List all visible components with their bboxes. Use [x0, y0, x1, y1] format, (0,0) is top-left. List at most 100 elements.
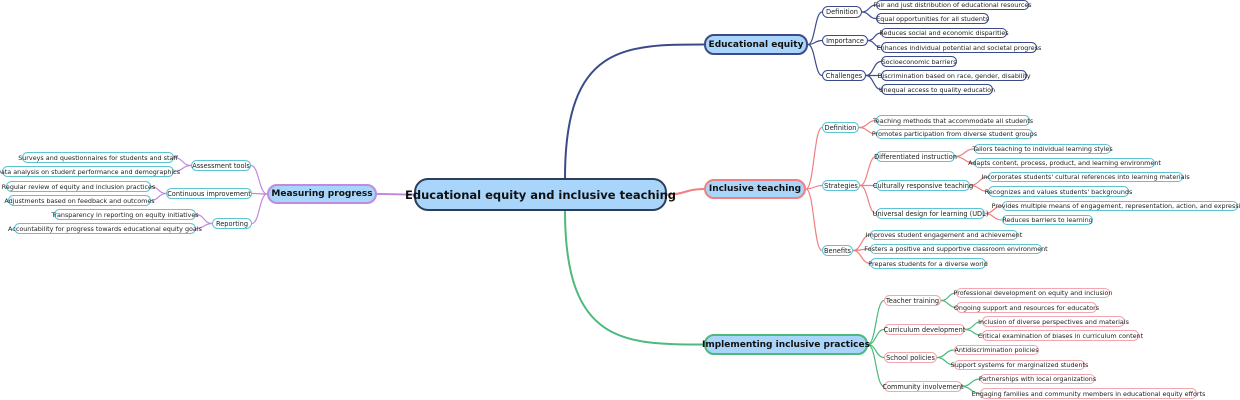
topic-label: Continuous improvement: [167, 189, 251, 198]
leaf-topic-unequal-access-to-quality-education[interactable]: Unequal access to quality education: [879, 84, 995, 95]
topic-label: Accountability for progress towards educ…: [8, 224, 202, 233]
connector-line: [807, 43, 823, 77]
topic-label: School policies: [886, 353, 935, 362]
connector-line: [251, 192, 268, 195]
topic-label: Incorporates students' cultural referenc…: [981, 173, 1190, 181]
subtopic-importance[interactable]: Importance: [822, 35, 868, 46]
leaf-topic-antidiscrimination-policies[interactable]: Antidiscrimination policies: [954, 345, 1039, 355]
leaf-topic-ongoing-support-and-resources-for-educat[interactable]: Ongoing support and resources for educat…: [953, 302, 1100, 313]
subtopic-benefits[interactable]: Benefits: [822, 245, 853, 256]
connector-line: [807, 11, 823, 46]
leaf-topic-equal-opportunities-for-all-students[interactable]: Equal opportunities for all students: [876, 13, 989, 24]
topic-label: Teaching methods that accommodate all st…: [872, 116, 1034, 125]
main-topic-implementing-inclusive-practices[interactable]: Implementing inclusive practices: [702, 334, 870, 355]
leaf-topic-reduces-barriers-to-learning[interactable]: Reduces barriers to learning: [1002, 215, 1093, 225]
leaf-topic-teaching-methods-that-accommodate-all-st[interactable]: Teaching methods that accommodate all st…: [872, 115, 1034, 126]
topic-label: Partnerships with local organizations: [978, 375, 1097, 383]
subtopic-assessment-tools[interactable]: Assessment tools: [191, 160, 251, 171]
leaf-topic-promotes-participation-from-diverse-stud[interactable]: Promotes participation from diverse stud…: [872, 129, 1037, 139]
subtopic-challenges[interactable]: Challenges: [822, 70, 866, 81]
topic-label: Teacher training: [885, 296, 940, 305]
connector-line: [961, 378, 981, 388]
topic-label: Socioeconomic barriers: [881, 57, 957, 66]
leaf-topic-adapts-content-process-product-and-learn[interactable]: Adapts content, process, product, and le…: [968, 158, 1161, 168]
topic-label: Inclusion of diverse perspectives and ma…: [978, 317, 1129, 326]
subtopic-curriculum-development[interactable]: Curriculum development: [884, 324, 965, 335]
leaf-topic-prepares-students-for-a-diverse-world[interactable]: Prepares students for a diverse world: [868, 258, 988, 269]
connector-line: [805, 126, 823, 190]
subtopic-continuous-improvement[interactable]: Continuous improvement: [166, 188, 252, 199]
topic-label: Tailors teaching to individual learning …: [972, 145, 1113, 153]
topic-label: Adapts content, process, product, and le…: [968, 159, 1161, 167]
connector-line: [964, 328, 983, 337]
topic-label: Educational equity and inclusive teachin…: [405, 187, 677, 202]
leaf-topic-fosters-a-positive-and-supportive-classr[interactable]: Fosters a positive and supportive classr…: [864, 244, 1048, 254]
subtopic-culturally-responsive-teaching[interactable]: Culturally responsive teaching: [873, 180, 973, 191]
connector-line: [564, 210, 705, 346]
connector-line: [564, 43, 705, 179]
connector-line: [969, 184, 989, 193]
subtopic-universal-design-for-learning-udl[interactable]: Universal design for learning (UDL): [873, 208, 988, 219]
main-topic-educational-equity[interactable]: Educational equity: [704, 34, 808, 55]
leaf-topic-discrimination-based-on-race-gender-disa[interactable]: Discrimination based on race, gender, di…: [878, 70, 1031, 81]
subtopic-reporting[interactable]: Reporting: [212, 218, 252, 229]
leaf-topic-surveys-and-questionnaires-for-students-[interactable]: Surveys and questionnaires for students …: [18, 152, 178, 163]
connector-line: [865, 74, 882, 91]
leaf-topic-regular-review-of-equity-and-inclusion-p[interactable]: Regular review of equity and inclusion p…: [2, 181, 155, 192]
topic-label: Regular review of equity and inclusion p…: [1, 182, 156, 191]
topic-label: Challenges: [825, 71, 863, 80]
topic-label: Fosters a positive and supportive classr…: [864, 245, 1048, 253]
leaf-topic-adjustments-based-on-feedback-and-outcom[interactable]: Adjustments based on feedback and outcom…: [4, 195, 155, 206]
connector-line: [936, 356, 955, 366]
connector-line: [805, 184, 823, 190]
leaf-topic-fair-and-just-distribution-of-educationa[interactable]: Fair and just distribution of educationa…: [873, 0, 1032, 10]
leaf-topic-data-analysis-on-student-performance-and[interactable]: Data analysis on student performance and…: [0, 166, 180, 177]
leaf-topic-enhances-individual-potential-and-societ[interactable]: Enhances individual potential and societ…: [877, 42, 1041, 53]
leaf-topic-socioeconomic-barriers[interactable]: Socioeconomic barriers: [881, 56, 957, 67]
subtopic-teacher-training[interactable]: Teacher training: [884, 295, 941, 306]
subtopic-school-policies[interactable]: School policies: [884, 352, 937, 363]
topic-label: Inclusive teaching: [708, 184, 802, 194]
connector-line: [859, 184, 877, 215]
central-topic-educational-equity-and-inclusive-teachin[interactable]: Educational equity and inclusive teachin…: [405, 178, 676, 211]
topic-label: Fair and just distribution of educationa…: [873, 1, 1032, 9]
topic-label: Equal opportunities for all students: [876, 14, 989, 23]
leaf-topic-accountability-for-progress-towards-educ[interactable]: Accountability for progress towards educ…: [8, 223, 202, 234]
leaf-topic-engaging-families-and-community-members-[interactable]: Engaging families and community members …: [972, 388, 1205, 399]
connector-line: [251, 193, 268, 225]
leaf-topic-provides-multiple-means-of-engagement-re[interactable]: Provides multiple means of engagement, r…: [992, 201, 1240, 211]
leaf-topic-incorporates-students-cultural-reference[interactable]: Incorporates students' cultural referenc…: [981, 172, 1190, 182]
leaf-topic-partnerships-with-local-organizations[interactable]: Partnerships with local organizations: [978, 374, 1097, 384]
leaf-topic-recognizes-and-values-students-backgroun[interactable]: Recognizes and values students' backgrou…: [985, 186, 1132, 197]
connector-line: [852, 249, 871, 265]
leaf-topic-transparency-in-reporting-on-equity-init[interactable]: Transparency in reporting on equity init…: [51, 209, 199, 220]
leaf-topic-reduces-social-and-economic-disparities[interactable]: Reduces social and economic disparities: [879, 28, 1009, 38]
subtopic-definition[interactable]: Definition: [822, 6, 862, 18]
leaf-topic-professional-development-on-equity-and-i[interactable]: Professional development on equity and i…: [953, 288, 1113, 298]
leaf-topic-improves-student-engagement-and-achievem[interactable]: Improves student engagement and achievem…: [866, 230, 1022, 240]
topic-label: Data analysis on student performance and…: [0, 167, 181, 176]
topic-label: Prepares students for a diverse world: [868, 259, 988, 268]
topic-label: Promotes participation from diverse stud…: [871, 130, 1038, 138]
leaf-topic-support-systems-for-marginalized-student[interactable]: Support systems for marginalized student…: [951, 360, 1088, 370]
connector-line: [940, 299, 957, 309]
leaf-topic-inclusion-of-diverse-perspectives-and-ma[interactable]: Inclusion of diverse perspectives and ma…: [978, 316, 1129, 327]
leaf-topic-critical-examination-of-biases-in-curric[interactable]: Critical examination of biases in curric…: [978, 330, 1143, 341]
connector-line: [867, 343, 885, 388]
main-topic-inclusive-teaching[interactable]: Inclusive teaching: [704, 179, 806, 199]
connector-line: [859, 155, 877, 187]
connector-line: [805, 188, 823, 252]
subtopic-differentiated-instruction[interactable]: Differentiated instruction: [874, 151, 957, 162]
topic-label: Enhances individual potential and societ…: [876, 43, 1042, 52]
subtopic-definition[interactable]: Definition: [822, 122, 859, 133]
leaf-topic-tailors-teaching-to-individual-learning-[interactable]: Tailors teaching to individual learning …: [972, 144, 1113, 154]
topic-label: Ongoing support and resources for educat…: [953, 303, 1100, 312]
topic-label: Universal design for learning (UDL): [872, 209, 989, 218]
subtopic-strategies[interactable]: Strategies: [822, 180, 860, 191]
connector-line: [861, 11, 877, 20]
topic-label: Professional development on equity and i…: [953, 289, 1113, 297]
subtopic-community-involvement[interactable]: Community involvement: [882, 381, 964, 392]
connector-line: [666, 188, 705, 196]
main-topic-measuring-progress[interactable]: Measuring progress: [267, 184, 377, 204]
topic-label: Assessment tools: [192, 161, 250, 170]
